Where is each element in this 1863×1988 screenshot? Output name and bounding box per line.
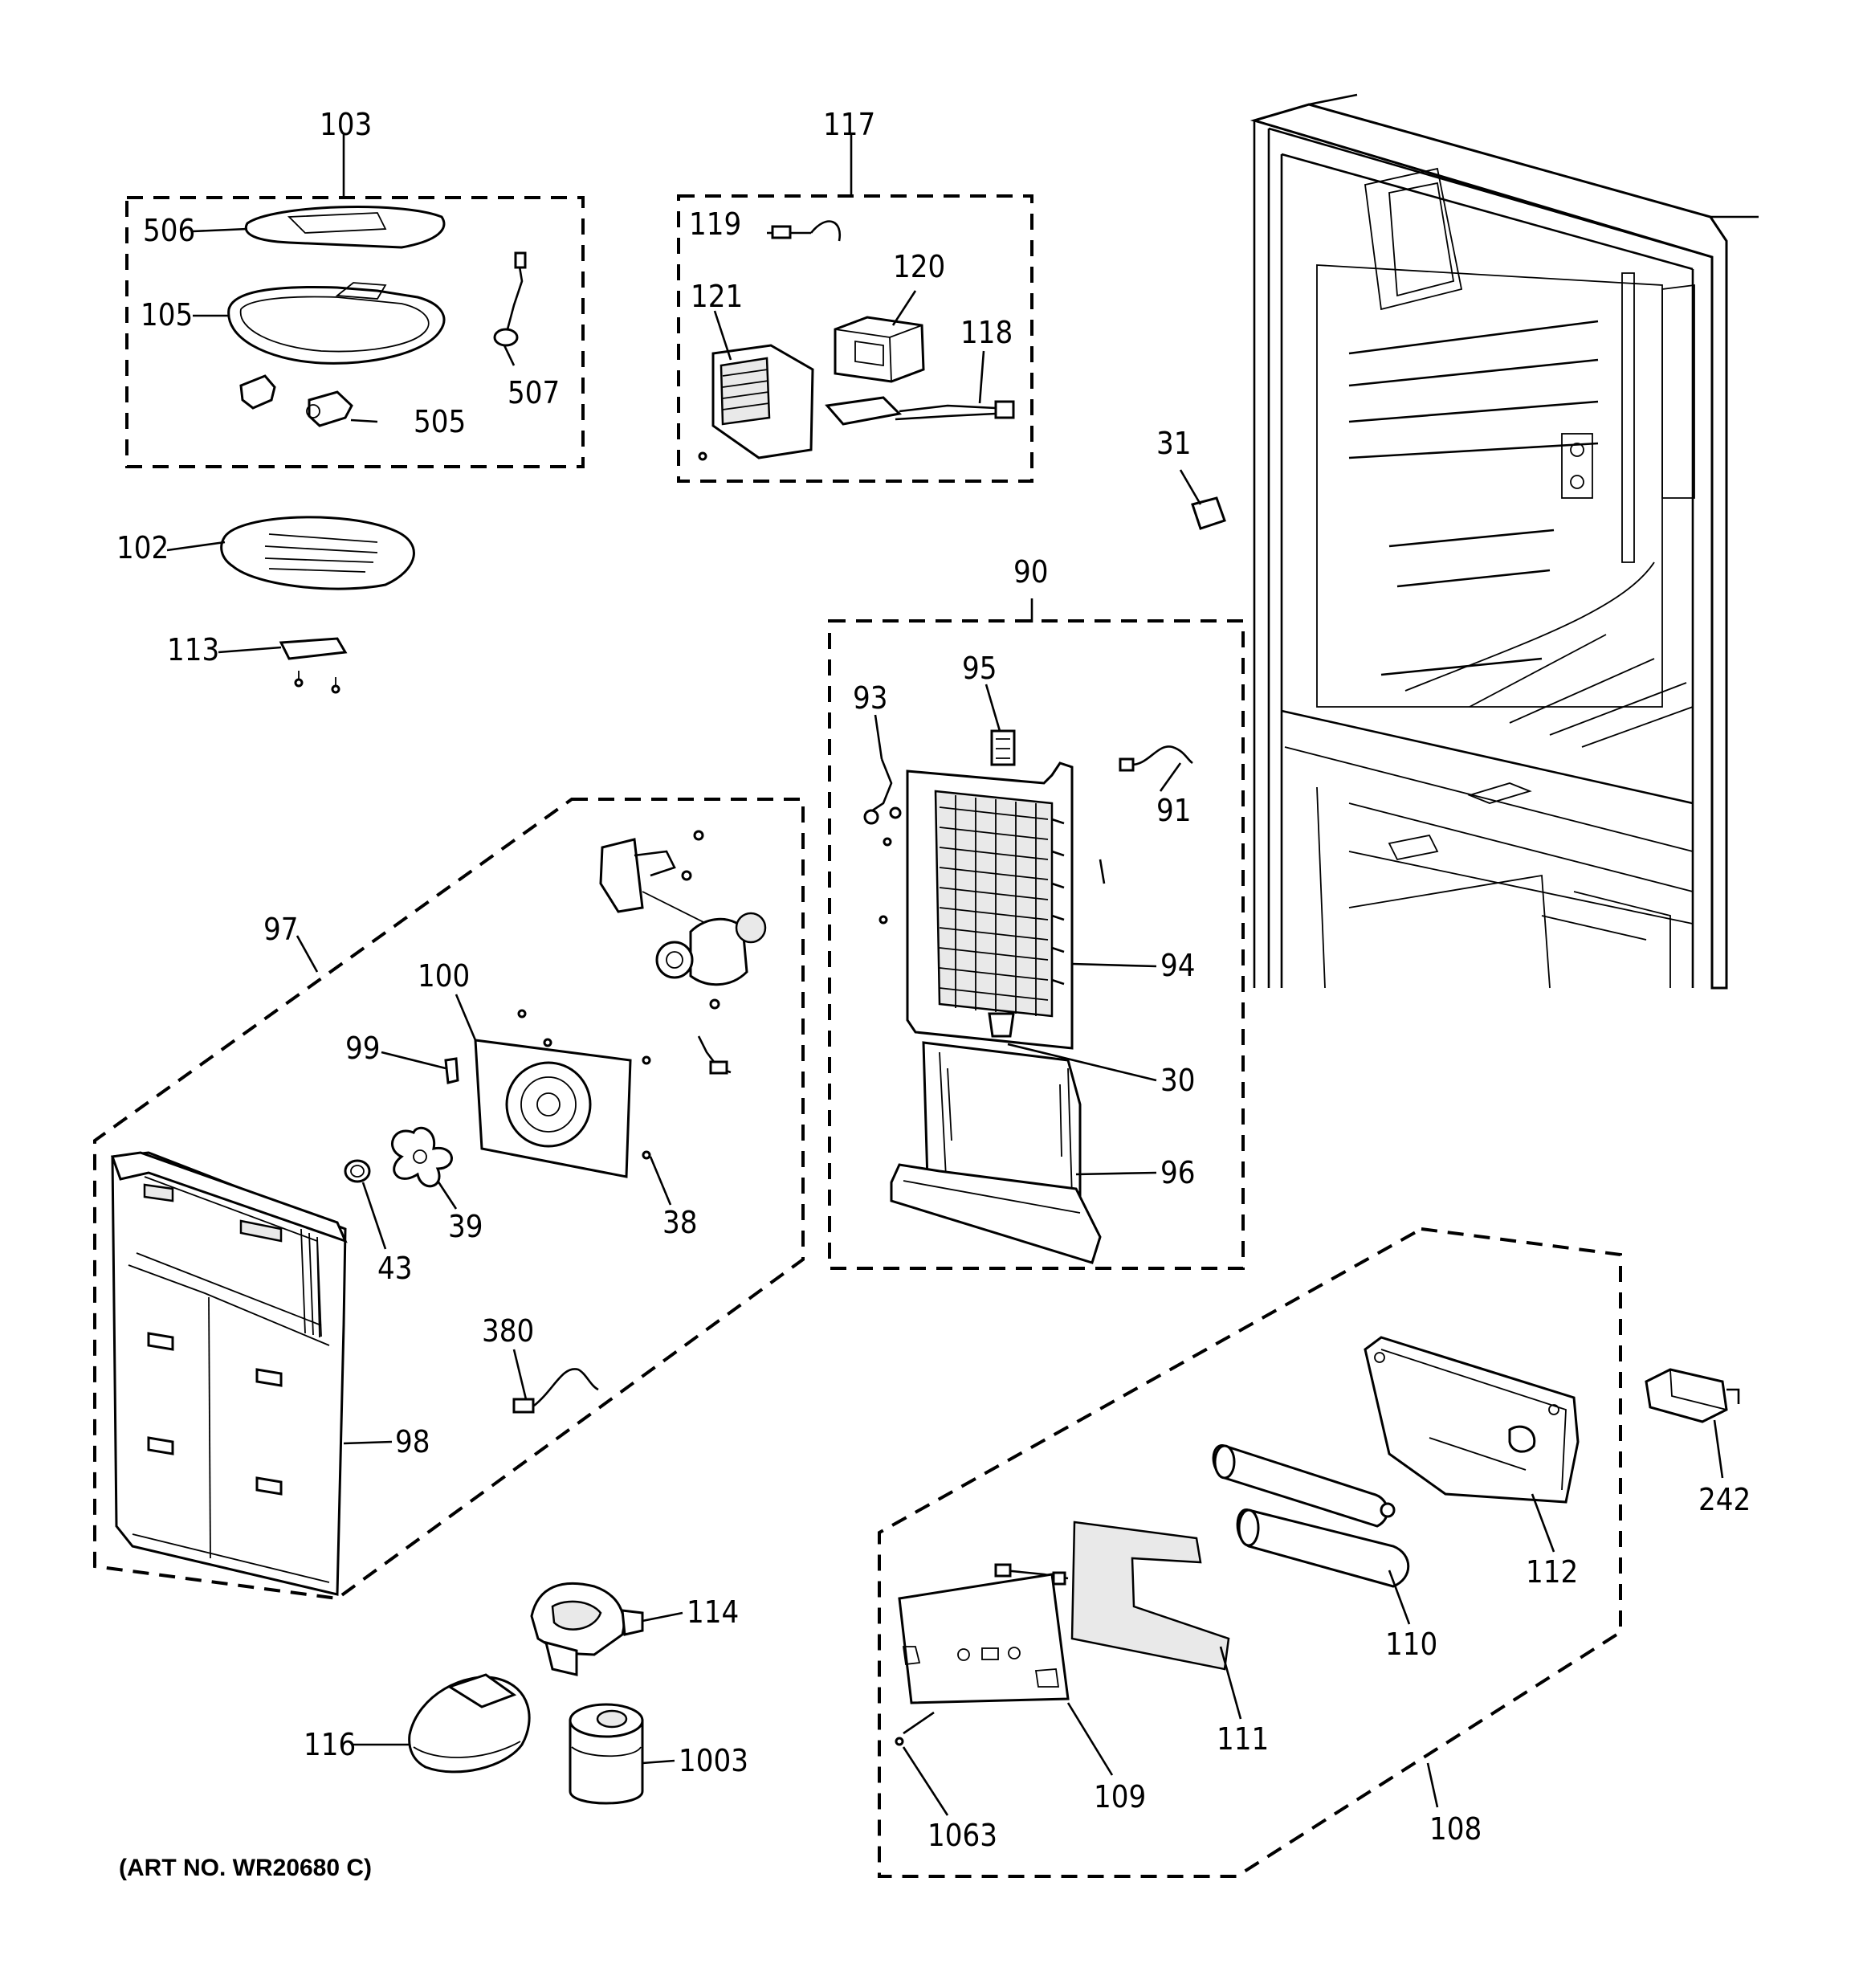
part-507-sensor	[493, 251, 527, 347]
leader-lines	[166, 133, 1724, 1816]
callout-506: 506	[143, 213, 195, 248]
part-fan-motor-bracket	[599, 830, 707, 925]
part-fan-motor	[655, 912, 767, 1075]
part-105-gasket	[227, 282, 446, 365]
refrigerator-case	[1249, 93, 1759, 990]
art-number: (ART NO. WR20680 C)	[119, 1855, 372, 1881]
part-113-bracket	[279, 637, 348, 694]
callout-116: 116	[304, 1727, 356, 1762]
part-31-clip	[1191, 496, 1226, 530]
group-103-box	[125, 196, 585, 468]
part-95-fuse	[990, 729, 1016, 766]
callout-108: 108	[1429, 1811, 1482, 1847]
callout-98: 98	[395, 1424, 430, 1459]
callout-100: 100	[418, 958, 470, 994]
group-97-box	[93, 798, 805, 1601]
callout-121: 121	[691, 279, 743, 314]
callout-507: 507	[508, 375, 560, 410]
callout-96: 96	[1160, 1155, 1196, 1190]
callout-111: 111	[1217, 1721, 1269, 1757]
part-506-cover	[244, 206, 446, 249]
callout-93: 93	[853, 680, 888, 716]
callout-102: 102	[116, 530, 169, 565]
part-94-evaporator	[879, 761, 1106, 1050]
callout-109: 109	[1094, 1779, 1146, 1815]
callout-112: 112	[1526, 1554, 1578, 1590]
callout-105: 105	[141, 297, 193, 333]
callout-114: 114	[687, 1594, 739, 1630]
callout-90: 90	[1013, 554, 1049, 590]
callout-94: 94	[1160, 948, 1196, 983]
part-116-filter-cap	[408, 1673, 531, 1774]
callout-31: 31	[1156, 426, 1192, 461]
part-98-cover	[110, 1151, 348, 1596]
part-111-heater	[994, 1521, 1230, 1671]
part-110-cartridges	[1212, 1444, 1410, 1588]
callout-labels: 103 506 105 507 505 117 119 120 121 118 …	[116, 107, 1751, 1853]
callout-118: 118	[960, 315, 1013, 350]
part-109-cover	[895, 1573, 1070, 1746]
part-100-fan-shroud	[474, 1009, 651, 1178]
callout-91: 91	[1156, 793, 1192, 828]
callout-38: 38	[662, 1205, 698, 1240]
part-112-bracket	[1364, 1336, 1580, 1504]
part-39-fan-blade	[391, 1126, 453, 1188]
callout-43: 43	[377, 1251, 413, 1286]
callout-242: 242	[1698, 1482, 1751, 1517]
part-1003-filter	[569, 1703, 644, 1805]
callout-99: 99	[345, 1031, 381, 1066]
part-114-filter-head	[530, 1582, 644, 1676]
callout-117: 117	[823, 107, 875, 142]
part-380-wire	[512, 1368, 599, 1414]
part-118-harness	[825, 396, 1015, 426]
part-121-damper	[698, 344, 814, 461]
part-505-knob	[239, 374, 353, 427]
part-30-clip	[988, 1012, 1015, 1038]
callout-113: 113	[167, 632, 219, 667]
callout-110: 110	[1385, 1627, 1437, 1662]
callout-119: 119	[689, 206, 741, 242]
callout-30: 30	[1160, 1063, 1196, 1098]
part-119-wire	[771, 220, 842, 242]
callout-120: 120	[893, 249, 945, 284]
group-108-box	[878, 1227, 1622, 1878]
callout-39: 39	[448, 1209, 483, 1244]
callout-103: 103	[320, 107, 372, 142]
callout-97: 97	[263, 912, 299, 947]
callout-95: 95	[962, 651, 997, 686]
part-242-switch	[1645, 1368, 1740, 1423]
part-120-cover	[834, 316, 925, 383]
callout-505: 505	[414, 404, 466, 439]
part-93-sensor	[863, 758, 902, 825]
part-96-drain-pan	[890, 1041, 1102, 1264]
part-43-grommet	[344, 1159, 371, 1183]
part-102-grille	[220, 516, 415, 590]
part-99-clip	[444, 1057, 459, 1084]
callout-380: 380	[482, 1313, 534, 1349]
callout-1003: 1003	[679, 1743, 748, 1778]
callout-1063: 1063	[927, 1818, 997, 1853]
part-91-wire	[1119, 745, 1193, 772]
